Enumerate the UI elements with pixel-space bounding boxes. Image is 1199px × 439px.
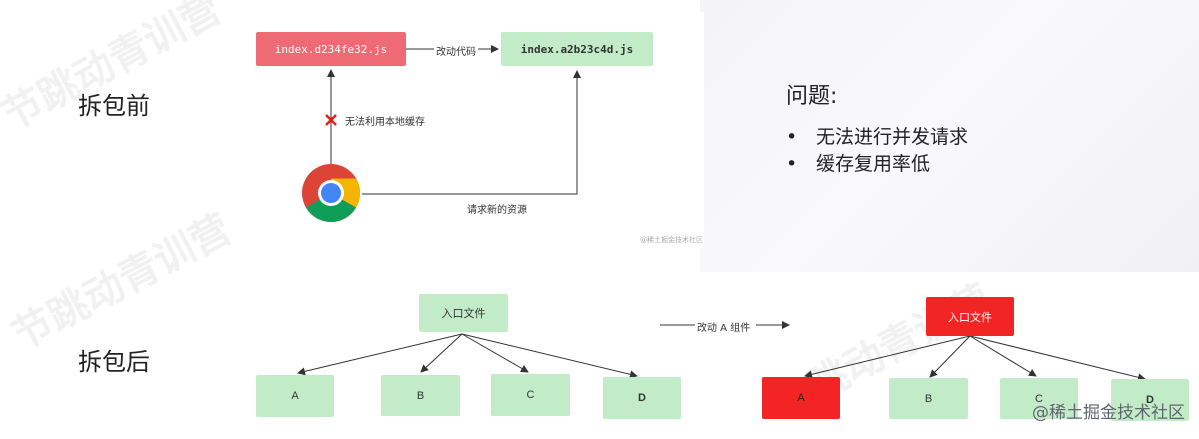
left-root-node: 入口文件 (419, 294, 508, 332)
left-leaf-a: A (256, 375, 334, 417)
edge-label-change-code: 改动代码 (434, 43, 478, 58)
right-leaf-c: C (1000, 378, 1078, 419)
footer-credit: @稀土掘金技术社区 (1032, 403, 1185, 423)
right-leaf-d: D (1111, 379, 1189, 421)
left-leaf-b: B (381, 375, 460, 416)
panel-credit: @稀土掘金技术社区 (640, 236, 703, 244)
edge-label-cache-fail: 无法利用本地缓存 (345, 117, 425, 128)
issues-title: 问题: (786, 84, 838, 109)
after-label: 拆包后 (78, 348, 150, 376)
left-leaf-c: C (491, 374, 570, 416)
arrow-request-new (362, 70, 581, 195)
new-bundle-node: index.a2b23c4d.js (501, 32, 653, 66)
edge-label-request-new: 请求新的资源 (467, 205, 527, 216)
old-bundle-node: index.d234fe32.js (256, 32, 406, 66)
change-component-label: 改动 A 组件 (697, 323, 751, 334)
left-leaf-d: D (603, 377, 681, 419)
before-label: 拆包前 (78, 92, 150, 120)
issues-list: •无法进行并发请求 •缓存复用率低 (786, 124, 968, 178)
right-root-node: 入口文件 (926, 297, 1014, 336)
issue-item: •缓存复用率低 (786, 153, 931, 175)
issue-item: •无法进行并发请求 (786, 126, 969, 148)
background-illustration (700, 0, 1199, 272)
chrome-icon (302, 164, 360, 222)
cross-icon (325, 114, 337, 126)
right-leaf-b: B (889, 378, 968, 419)
right-leaf-a: A (762, 377, 840, 419)
